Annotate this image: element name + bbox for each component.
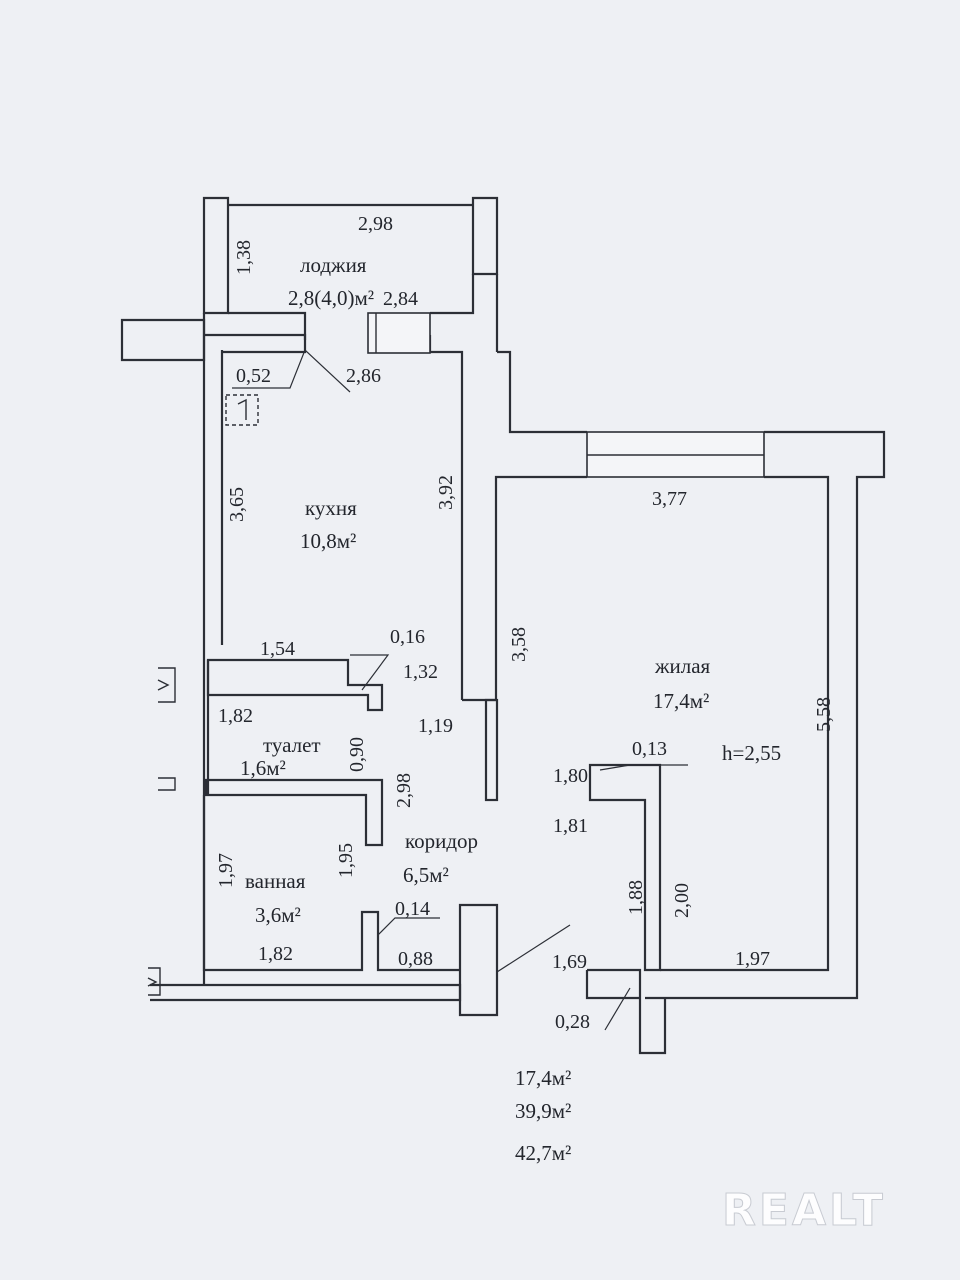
dim-154: 1,54 bbox=[260, 638, 295, 660]
dim-180: 1,80 bbox=[553, 765, 588, 787]
overall-area: 42,7м² bbox=[515, 1141, 571, 1165]
dim-052: 0,52 bbox=[236, 365, 271, 387]
dim-200: 2,00 bbox=[671, 883, 693, 918]
room-name-living: жилая bbox=[654, 654, 711, 678]
dim-loggia-right: 2,84 bbox=[383, 288, 418, 310]
dim-132: 1,32 bbox=[403, 661, 438, 683]
kitchen-toilet-partition bbox=[206, 658, 384, 712]
total-living-area: 17,4м² bbox=[515, 1066, 571, 1090]
loggia-left-wall bbox=[202, 196, 230, 315]
ceiling-height: h=2,55 bbox=[722, 741, 781, 765]
dim-298: 2,98 bbox=[393, 773, 415, 808]
dim-kitchen-right: 3,92 bbox=[435, 475, 457, 510]
leader-lines bbox=[232, 348, 688, 1031]
dim-358: 3,58 bbox=[508, 627, 530, 662]
dimension-labels: 2,98 1,38 2,84 0,52 2,86 3,65 3,92 3,77 … bbox=[215, 213, 835, 1033]
dim-016: 0,16 bbox=[390, 626, 425, 648]
kitchen-top-wall bbox=[204, 333, 307, 354]
bottom-stub-wall bbox=[587, 968, 667, 1055]
room-name-bath: ванная bbox=[245, 869, 306, 893]
room-area-loggia: 2,8(4,0)м² bbox=[288, 286, 374, 310]
room-area-kitchen: 10,8м² bbox=[300, 529, 356, 553]
toilet-bath-partition bbox=[204, 778, 384, 847]
dim-182a: 1,82 bbox=[218, 705, 253, 727]
area-totals: 17,4м² 39,9м² 42,7м² bbox=[515, 1066, 571, 1165]
living-inner-right bbox=[660, 475, 830, 972]
room-area-corridor: 6,5м² bbox=[403, 863, 449, 887]
loggia-right-post bbox=[471, 196, 499, 276]
dim-119: 1,19 bbox=[418, 715, 453, 737]
living-right-wall bbox=[645, 430, 886, 1000]
room-area-living: 17,4м² bbox=[653, 689, 709, 713]
dim-028: 0,28 bbox=[555, 1011, 590, 1033]
dim-197a: 1,97 bbox=[215, 853, 237, 888]
room-area-toilet: 1,6м² bbox=[240, 756, 286, 780]
dim-188: 1,88 bbox=[625, 880, 647, 915]
dim-living-right: 5,58 bbox=[813, 697, 835, 732]
loggia-bottom-right bbox=[430, 274, 475, 315]
dim-182b: 1,82 bbox=[258, 943, 293, 965]
room-name-corridor: коридор bbox=[405, 829, 478, 853]
room-area-bath: 3,6м² bbox=[255, 903, 301, 927]
corridor-partition-post bbox=[484, 698, 499, 802]
realt-watermark: REALT bbox=[722, 1185, 886, 1236]
kitchen-living-partition bbox=[462, 475, 587, 702]
dim-169: 1,69 bbox=[552, 951, 587, 973]
entrance-wall-block bbox=[458, 903, 499, 1017]
room-name-toilet: туалет bbox=[263, 733, 321, 757]
bath-bottom-wall bbox=[202, 795, 460, 972]
dim-kitchen-left: 3,65 bbox=[226, 487, 248, 522]
dim-living-top: 3,77 bbox=[652, 488, 687, 510]
ventilation-shaft bbox=[225, 394, 259, 426]
dim-090: 0,90 bbox=[346, 737, 368, 772]
living-top-left bbox=[497, 350, 587, 434]
left-stub-wall bbox=[120, 318, 206, 362]
dim-loggia-left: 1,38 bbox=[233, 240, 255, 275]
dim-013: 0,13 bbox=[632, 738, 667, 760]
dim-286: 2,86 bbox=[346, 365, 381, 387]
living-inner-partition bbox=[588, 763, 662, 972]
walls bbox=[120, 196, 886, 1055]
dim-088: 0,88 bbox=[398, 948, 433, 970]
kitchen-right-wall-outer bbox=[428, 335, 464, 700]
dim-181: 1,81 bbox=[553, 815, 588, 837]
dim-197b: 1,97 bbox=[735, 948, 770, 970]
room-name-loggia: лоджия bbox=[300, 253, 367, 277]
dim-loggia-top: 2,98 bbox=[358, 213, 393, 235]
dim-014: 0,14 bbox=[395, 898, 430, 920]
total-area: 39,9м² bbox=[515, 1099, 571, 1123]
loggia-bottom-left bbox=[228, 311, 307, 340]
dim-195: 1,95 bbox=[335, 843, 357, 878]
bottom-outer-wall bbox=[150, 983, 462, 1002]
kitchen-window bbox=[367, 312, 431, 354]
room-name-kitchen: кухня bbox=[305, 496, 357, 520]
